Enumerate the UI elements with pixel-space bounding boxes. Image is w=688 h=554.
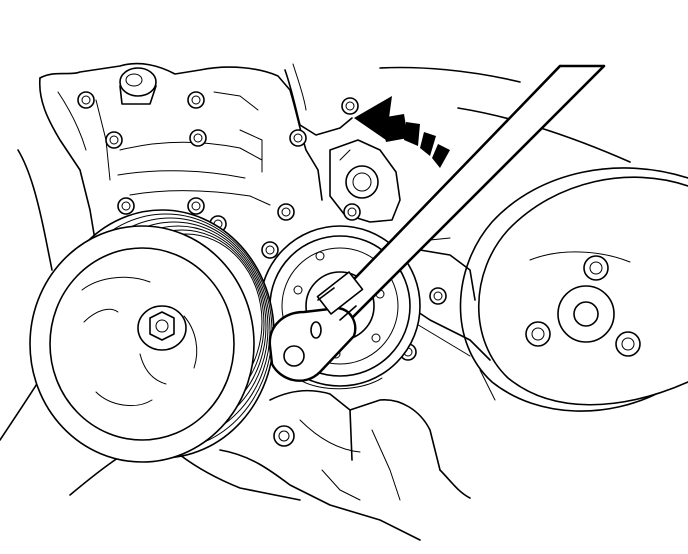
breaker-bar-tool (268, 64, 606, 382)
bolt-10 (277, 203, 295, 221)
belt-tensioner (329, 139, 401, 223)
bolt-1 (77, 91, 95, 109)
cover-bolts (77, 91, 447, 447)
bolt-8 (187, 197, 205, 215)
pump-bolt-3 (615, 331, 641, 357)
bolt-3 (187, 91, 205, 109)
bolt-13 (429, 287, 447, 305)
pump-bolt-2 (525, 321, 551, 347)
bolt-6 (341, 97, 359, 115)
bolt-7 (117, 197, 135, 215)
bolt-4 (189, 129, 207, 147)
bolt-12 (261, 241, 279, 259)
bolt-11 (343, 203, 361, 221)
crankshaft-balancer-pulley (29, 209, 275, 463)
cover-boss (119, 67, 157, 105)
bolt-2 (105, 131, 123, 149)
bolt-5 (289, 129, 307, 147)
pump-bolt-1 (583, 255, 609, 281)
water-pump-pulley (459, 167, 688, 412)
bolt-15 (273, 425, 295, 447)
rotation-direction-arrow (354, 96, 450, 168)
engine-front-cover (0, 62, 631, 541)
